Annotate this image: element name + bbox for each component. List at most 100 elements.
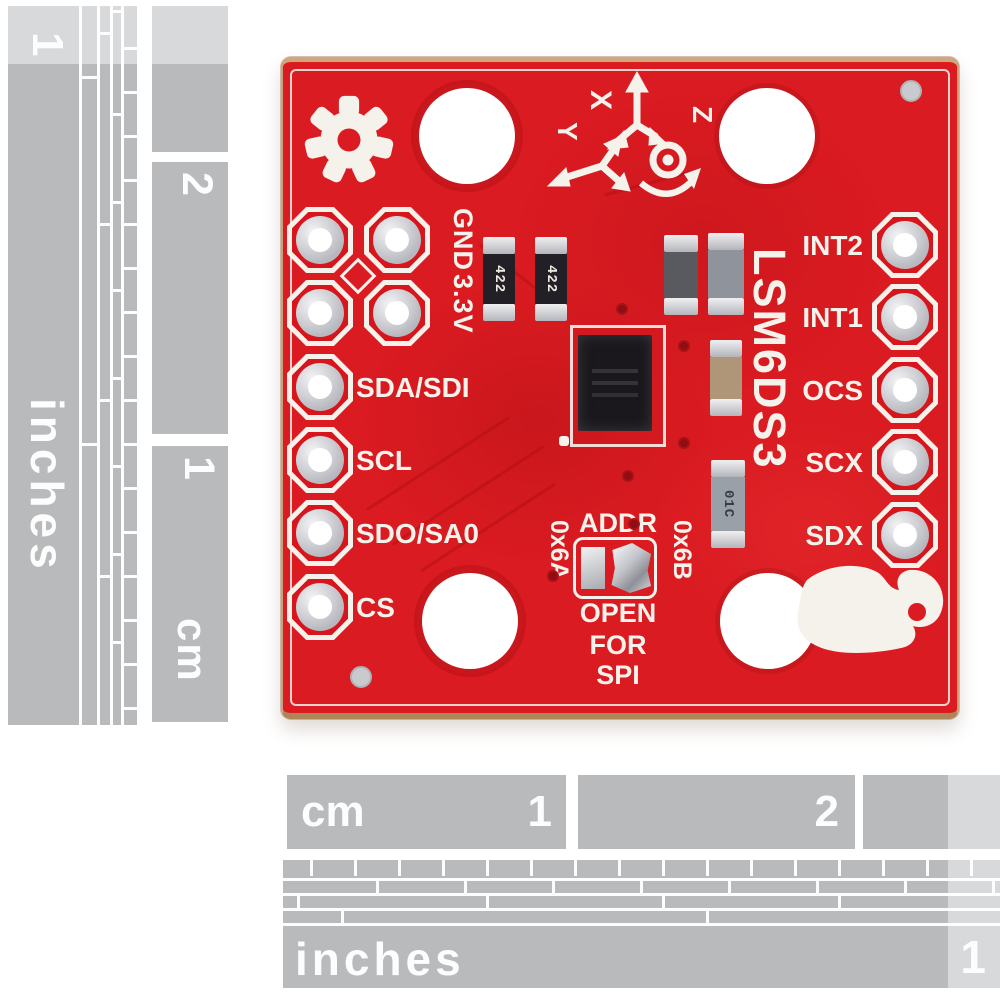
bottom-ruler-cm-segment: 2	[578, 775, 855, 849]
via-dot	[547, 570, 559, 582]
solder-pad	[711, 460, 745, 477]
solder-pad	[664, 298, 698, 315]
half-inch-ticks	[283, 911, 1000, 923]
half-inch-ticks	[79, 6, 97, 725]
solder-pad	[708, 298, 744, 315]
bottom-ruler-cm-segment: cm 1	[287, 775, 566, 849]
solder-pad	[483, 304, 515, 321]
addr-jumper-outline	[573, 537, 657, 599]
through-hole-pad	[872, 284, 938, 350]
pin-label-3v3: 3.3V	[448, 274, 478, 334]
pad-hole	[893, 523, 917, 547]
pin-label-ocs: OCS	[802, 375, 863, 406]
pin-label-int2: INT2	[802, 230, 863, 261]
left-ruler-cm-segment: 2	[152, 162, 228, 434]
pad-hole	[385, 228, 409, 252]
sixteenth-inch-ticks	[283, 860, 1000, 876]
via-dot	[678, 437, 690, 449]
pin-label-int1: INT1	[802, 302, 863, 333]
addr-jumper-title: ADDR	[579, 508, 657, 538]
component-marking: 01C	[720, 489, 736, 519]
axis-z-rotation-icon	[638, 141, 701, 198]
via-dot	[678, 340, 690, 352]
pin-label-sdo-sa0: SDO/SA0	[356, 518, 479, 549]
component-body: 01C	[711, 477, 745, 531]
eighth-inch-ticks	[283, 881, 1000, 893]
jumper-note-for: FOR	[589, 630, 647, 660]
via-dot	[622, 470, 634, 482]
mounting-hole	[422, 573, 518, 669]
smd-resistor: 422	[483, 237, 515, 321]
bottom-ruler-cm-unit: cm	[301, 787, 365, 836]
pin-label-cs: CS	[356, 592, 395, 623]
fiducial-dot	[350, 666, 372, 688]
component-body: 422	[535, 254, 567, 304]
axis-orientation-icon	[546, 70, 701, 198]
through-hole-pad	[364, 280, 430, 346]
gear-icon	[304, 95, 394, 183]
ic-laser-marking	[592, 369, 638, 373]
bottom-ruler-cm-segment	[863, 775, 1000, 849]
component-body	[664, 252, 698, 298]
pad-hole	[893, 450, 917, 474]
ic-silkscreen-outline	[570, 325, 666, 447]
via-dot	[616, 303, 628, 315]
pin-label-scl: SCL	[356, 445, 412, 476]
axis-z-label: Z	[687, 106, 718, 124]
ruler-edge-line	[283, 878, 1000, 881]
pin-label-scx: SCX	[805, 447, 863, 478]
smd-resistor: 422	[535, 237, 567, 321]
through-hole-pad	[872, 212, 938, 278]
solder-pad	[535, 237, 567, 254]
eighth-inch-ticks	[110, 6, 121, 725]
solder-pad	[710, 340, 742, 357]
ruler-edge-line	[283, 908, 1000, 911]
smd-resistor	[664, 235, 698, 315]
addr-option-0x6b: 0x6B	[668, 520, 696, 580]
pad-hole	[308, 595, 332, 619]
left-ruler-inches-scale: 1 inches	[8, 6, 140, 725]
left-ruler-cm-segment	[152, 6, 228, 152]
left-ruler-cm-segment: 1 cm	[152, 446, 228, 722]
through-hole-pad	[287, 427, 353, 493]
pad-hole	[308, 521, 332, 545]
quarter-inch-ticks	[97, 6, 110, 725]
bottom-ruler-inch-number: 1	[960, 931, 986, 983]
left-ruler-cm-number: 2	[173, 172, 221, 196]
solder-pad	[483, 237, 515, 254]
smd-capacitor	[708, 233, 744, 315]
through-hole-pad	[287, 207, 353, 273]
through-hole-pad	[364, 207, 430, 273]
bottom-ruler-inches-label: inches	[295, 933, 465, 985]
component-marking: 422	[543, 264, 559, 294]
component-marking: 422	[491, 264, 507, 294]
bottom-ruler-inches-scale: inches 1	[283, 860, 1000, 988]
component-body: 422	[483, 254, 515, 304]
pad-hole	[308, 375, 332, 399]
pcb-board: X Y Z GND 3.3V SDA/SDI SCL SDO/SA0 CS IN…	[281, 57, 959, 719]
smd-capacitor: 01C	[711, 460, 745, 548]
through-hole-pad	[287, 500, 353, 566]
trace-ring	[411, 80, 523, 192]
addr-option-0x6a: 0x6A	[545, 520, 573, 580]
chip-name-label: LSM6DS3	[744, 248, 795, 470]
left-ruler-inches-label: inches	[21, 398, 73, 574]
pad-hole	[308, 301, 332, 325]
through-hole-pad	[287, 280, 353, 346]
through-hole-pad	[872, 502, 938, 568]
mounting-hole	[719, 88, 815, 184]
component-body	[708, 250, 744, 298]
addr-jumper-solder-blob	[611, 543, 651, 593]
ruler-edge-line	[283, 893, 1000, 896]
left-ruler-inch-number: 1	[23, 32, 72, 57]
fiducial-dot	[900, 80, 922, 102]
through-hole-pad	[287, 574, 353, 640]
left-ruler-cm-unit: cm	[169, 618, 216, 683]
pad-hole	[893, 233, 917, 257]
lsm6ds3-ic-chip	[578, 335, 652, 431]
mounting-hole	[419, 88, 515, 184]
solder-pad	[710, 399, 742, 416]
pad-hole	[385, 301, 409, 325]
pad-hole	[893, 305, 917, 329]
